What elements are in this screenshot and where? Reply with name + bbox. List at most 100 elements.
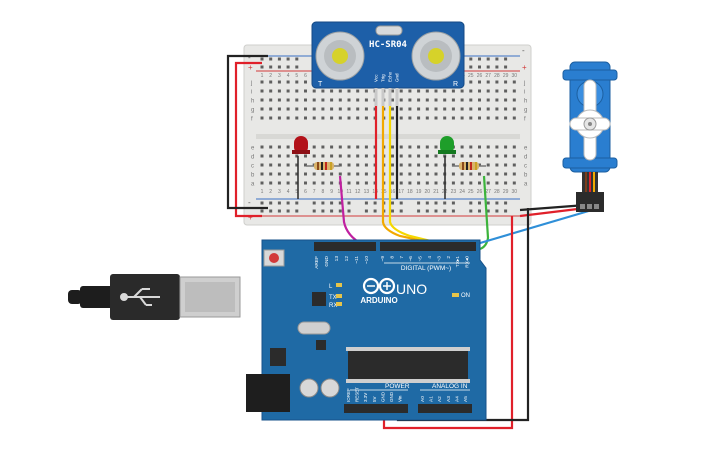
breadboard-hole[interactable]	[434, 89, 438, 93]
breadboard-hole[interactable]	[286, 154, 290, 158]
breadboard-hole[interactable]	[399, 89, 403, 93]
breadboard-hole[interactable]	[269, 116, 273, 120]
breadboard-hole[interactable]	[399, 181, 403, 185]
rail-hole[interactable]	[277, 65, 281, 69]
breadboard-hole[interactable]	[391, 145, 394, 149]
breadboard-hole[interactable]	[425, 154, 429, 158]
breadboard-hole[interactable]	[321, 116, 325, 120]
rail-hole[interactable]	[277, 201, 281, 205]
rail-hole[interactable]	[486, 65, 490, 69]
rail-hole[interactable]	[469, 57, 473, 61]
breadboard-hole[interactable]	[425, 172, 429, 176]
rail-hole[interactable]	[277, 209, 281, 213]
breadboard-hole[interactable]	[434, 107, 438, 111]
breadboard-hole[interactable]	[478, 163, 481, 167]
breadboard-hole[interactable]	[347, 116, 351, 120]
breadboard-hole[interactable]	[260, 181, 264, 185]
rail-hole[interactable]	[495, 65, 499, 69]
rail-hole[interactable]	[295, 57, 299, 61]
rail-hole[interactable]	[434, 201, 438, 205]
rail-hole[interactable]	[330, 209, 334, 213]
rail-hole[interactable]	[478, 209, 481, 213]
breadboard-hole[interactable]	[486, 154, 490, 158]
breadboard-hole[interactable]	[478, 80, 481, 84]
breadboard-hole[interactable]	[356, 172, 360, 176]
rail-hole[interactable]	[269, 65, 273, 69]
breadboard-hole[interactable]	[347, 163, 351, 167]
breadboard-hole[interactable]	[443, 107, 447, 111]
breadboard-hole[interactable]	[460, 107, 464, 111]
breadboard-hole[interactable]	[277, 107, 281, 111]
breadboard-hole[interactable]	[304, 116, 307, 120]
breadboard-hole[interactable]	[469, 89, 473, 93]
breadboard-hole[interactable]	[304, 163, 307, 167]
breadboard-hole[interactable]	[356, 98, 360, 102]
breadboard-hole[interactable]	[312, 89, 316, 93]
breadboard-hole[interactable]	[469, 181, 473, 185]
rail-hole[interactable]	[495, 209, 499, 213]
breadboard-hole[interactable]	[460, 172, 464, 176]
rail-hole[interactable]	[338, 201, 342, 205]
rail-hole[interactable]	[373, 209, 377, 213]
breadboard-hole[interactable]	[321, 181, 325, 185]
breadboard-hole[interactable]	[295, 89, 299, 93]
rail-hole[interactable]	[364, 209, 368, 213]
breadboard-hole[interactable]	[330, 145, 334, 149]
breadboard-hole[interactable]	[486, 145, 490, 149]
breadboard-hole[interactable]	[495, 163, 499, 167]
breadboard-hole[interactable]	[312, 145, 316, 149]
rail-hole[interactable]	[391, 201, 394, 205]
breadboard-hole[interactable]	[504, 116, 508, 120]
breadboard-hole[interactable]	[364, 181, 368, 185]
breadboard-hole[interactable]	[347, 181, 351, 185]
breadboard-hole[interactable]	[338, 154, 342, 158]
breadboard-hole[interactable]	[330, 181, 334, 185]
breadboard-hole[interactable]	[304, 181, 307, 185]
breadboard-hole[interactable]	[321, 107, 325, 111]
rail-hole[interactable]	[312, 209, 316, 213]
breadboard-hole[interactable]	[269, 107, 273, 111]
rail-hole[interactable]	[486, 57, 490, 61]
breadboard-hole[interactable]	[269, 98, 273, 102]
breadboard-hole[interactable]	[330, 98, 334, 102]
breadboard-hole[interactable]	[364, 89, 368, 93]
breadboard-hole[interactable]	[495, 98, 499, 102]
breadboard-hole[interactable]	[347, 145, 351, 149]
breadboard-hole[interactable]	[356, 116, 360, 120]
breadboard-hole[interactable]	[364, 107, 368, 111]
breadboard-hole[interactable]	[399, 98, 403, 102]
breadboard-hole[interactable]	[269, 163, 273, 167]
breadboard-hole[interactable]	[391, 154, 394, 158]
rail-hole[interactable]	[478, 57, 481, 61]
breadboard-hole[interactable]	[338, 163, 342, 167]
breadboard-hole[interactable]	[469, 116, 473, 120]
breadboard-hole[interactable]	[286, 116, 290, 120]
wire-red-rail-top[interactable]	[234, 61, 262, 218]
rail-hole[interactable]	[347, 201, 351, 205]
breadboard-hole[interactable]	[338, 98, 342, 102]
breadboard-hole[interactable]	[512, 172, 516, 176]
breadboard-hole[interactable]	[408, 172, 412, 176]
breadboard-hole[interactable]	[364, 154, 368, 158]
breadboard-hole[interactable]	[260, 154, 264, 158]
breadboard-hole[interactable]	[443, 116, 447, 120]
breadboard-hole[interactable]	[330, 172, 334, 176]
breadboard-hole[interactable]	[417, 89, 421, 93]
breadboard-hole[interactable]	[512, 163, 516, 167]
breadboard-hole[interactable]	[399, 145, 403, 149]
breadboard-hole[interactable]	[269, 89, 273, 93]
breadboard-hole[interactable]	[269, 172, 273, 176]
breadboard-hole[interactable]	[460, 154, 464, 158]
breadboard-hole[interactable]	[486, 107, 490, 111]
breadboard-hole[interactable]	[504, 181, 508, 185]
rail-hole[interactable]	[260, 65, 264, 69]
rail-hole[interactable]	[330, 201, 334, 205]
rail-hole[interactable]	[504, 57, 508, 61]
breadboard-hole[interactable]	[277, 116, 281, 120]
rail-hole[interactable]	[399, 201, 403, 205]
rail-hole[interactable]	[443, 201, 447, 205]
breadboard-hole[interactable]	[312, 107, 316, 111]
breadboard-hole[interactable]	[338, 145, 342, 149]
